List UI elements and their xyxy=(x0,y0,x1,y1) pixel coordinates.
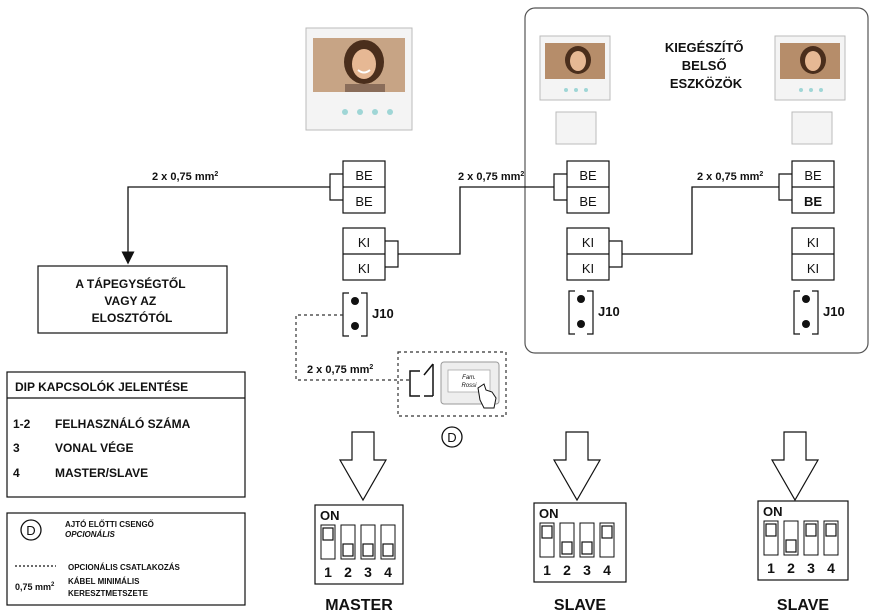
slave1-be-2: BE xyxy=(579,194,597,209)
dip-number: 4 xyxy=(384,564,392,580)
slave2-terminals: BE BE KI KI J10 xyxy=(778,160,845,335)
svg-text:0,75 mm2: 0,75 mm2 xyxy=(15,582,55,592)
slave1-terminals: BE BE KI KI J10 xyxy=(553,160,623,335)
down-arrow-3 xyxy=(770,431,820,502)
svg-text:Fam.: Fam. xyxy=(462,375,476,381)
svg-text:4: 4 xyxy=(13,466,20,480)
dip-knob-down xyxy=(581,541,593,555)
extra-devices-panel xyxy=(524,7,869,354)
dip-number: 1 xyxy=(324,564,332,580)
svg-text:AJTÓ ELŐTTI CSENGŐ: AJTÓ ELŐTTI CSENGŐ xyxy=(65,520,154,529)
doorbell-optional: 2 x 0,75 mm2 Fam. Rossi D xyxy=(295,314,507,448)
svg-text:D: D xyxy=(26,523,35,538)
slave2-j10: J10 xyxy=(823,304,845,319)
power-source-text: A TÁPEGYSÉGTŐL VAGY AZ ELOSZTÓTÓL xyxy=(75,276,188,325)
master-monitor xyxy=(305,27,413,131)
master-be-2: BE xyxy=(355,194,373,209)
slave-handset-1 xyxy=(555,111,597,145)
slave-monitor-2 xyxy=(774,35,846,101)
svg-text:3: 3 xyxy=(13,441,20,455)
dip-mode-label: MASTER xyxy=(325,597,393,614)
slave-monitor-1 xyxy=(539,35,611,101)
dip-number: 2 xyxy=(344,564,352,580)
down-arrows xyxy=(338,431,820,502)
dip-number: 2 xyxy=(787,560,795,576)
wire-label-left: 2 x 0,75 mm2 xyxy=(152,171,218,183)
power-source-box xyxy=(37,265,228,334)
slave-handset-2 xyxy=(791,111,833,145)
dip-number: 2 xyxy=(563,562,571,578)
hand-pointer-icon xyxy=(477,383,497,409)
master-ki-1: KI xyxy=(358,235,370,250)
dip-on-label: ON xyxy=(763,504,783,519)
down-arrow-1 xyxy=(338,431,388,502)
dip-knob-up xyxy=(805,523,817,537)
dip-number: 4 xyxy=(603,562,611,578)
down-arrow-2 xyxy=(552,431,602,502)
dip-knob-up xyxy=(601,525,613,539)
slave1-ki-2: KI xyxy=(582,261,594,276)
slave1-be-1: BE xyxy=(579,168,597,183)
svg-text:1-2: 1-2 xyxy=(13,417,31,431)
dip-on-label: ON xyxy=(320,508,340,523)
master-ki-2: KI xyxy=(358,261,370,276)
svg-text:VONAL VÉGE: VONAL VÉGE xyxy=(55,440,133,455)
dip-knob-down xyxy=(362,543,374,557)
svg-text:FELHASZNÁLÓ SZÁMA: FELHASZNÁLÓ SZÁMA xyxy=(55,416,191,431)
svg-text:KÁBEL MINIMÁLIS: KÁBEL MINIMÁLIS xyxy=(68,577,140,586)
dip-number: 1 xyxy=(767,560,775,576)
symbol-legend: D AJTÓ ELŐTTI CSENGŐ OPCIONÁLIS OPCIONÁL… xyxy=(6,512,246,606)
dip-mode-label: SLAVE xyxy=(777,597,829,614)
slave2-ki-1: KI xyxy=(807,235,819,250)
dip-number: 1 xyxy=(543,562,551,578)
wire-label-mid: 2 x 0,75 mm2 xyxy=(458,171,524,183)
master-j10: J10 xyxy=(372,306,394,321)
dip-legend: DIP KAPCSOLÓK JELENTÉSE 1-2 FELHASZNÁLÓ … xyxy=(6,371,246,498)
dip-knob-up xyxy=(765,523,777,537)
svg-text:OPCIONÁLIS: OPCIONÁLIS xyxy=(65,530,115,539)
svg-text:OPCIONÁLIS CSATLAKOZÁS: OPCIONÁLIS CSATLAKOZÁS xyxy=(68,563,181,572)
doorbell-symbol xyxy=(441,426,463,448)
dip-knob-up xyxy=(825,523,837,537)
svg-text:MASTER/SLAVE: MASTER/SLAVE xyxy=(55,466,148,480)
dip-number: 3 xyxy=(364,564,372,580)
wire-label-right: 2 x 0,75 mm2 xyxy=(697,171,763,183)
dip-knob-up xyxy=(322,527,334,541)
dip-number: 4 xyxy=(827,560,835,576)
dip-legend-title: DIP KAPCSOLÓK JELENTÉSE xyxy=(15,379,188,394)
dip-number: 3 xyxy=(807,560,815,576)
svg-text:D: D xyxy=(447,430,456,445)
svg-text:Rossi: Rossi xyxy=(461,383,477,389)
wire-label-bell: 2 x 0,75 mm2 xyxy=(307,364,373,376)
dip-knob-down xyxy=(382,543,394,557)
dip-mode-label: SLAVE xyxy=(554,597,606,614)
dip-number: 3 xyxy=(583,562,591,578)
dip-knob-down xyxy=(785,539,797,553)
master-be-1: BE xyxy=(355,168,373,183)
extra-devices-title: KIEGÉSZÍTŐ BELSŐ ESZKÖZÖK xyxy=(665,40,747,91)
slave1-ki-1: KI xyxy=(582,235,594,250)
slave2-ki-2: KI xyxy=(807,261,819,276)
slave2-be-2: BE xyxy=(804,194,822,209)
slave1-j10: J10 xyxy=(598,304,620,319)
dip-on-label: ON xyxy=(539,506,559,521)
dip-knob-down xyxy=(561,541,573,555)
dip-knob-up xyxy=(541,525,553,539)
slave2-be-1: BE xyxy=(804,168,822,183)
wires xyxy=(121,186,779,265)
master-terminals: BE BE KI KI J10 xyxy=(329,160,399,337)
svg-text:KERESZTMETSZETE: KERESZTMETSZETE xyxy=(68,589,149,598)
dip-knob-down xyxy=(342,543,354,557)
